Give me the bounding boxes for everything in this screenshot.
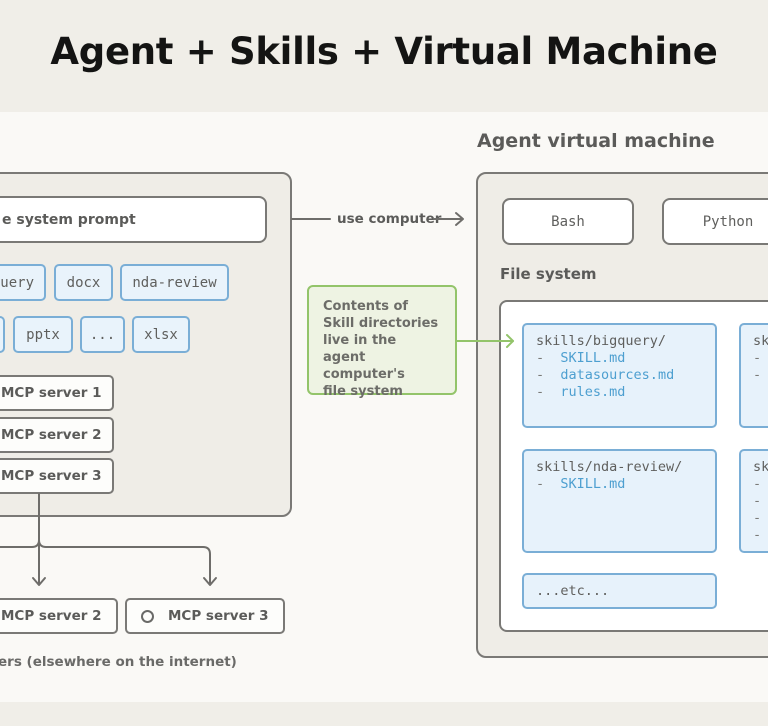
file-name: datasources.md [560,367,675,383]
dir-file-entry: - datasources.md [536,367,703,384]
list-dash: - [753,510,762,526]
dir-file-entry: - SKILL.md [536,350,703,367]
list-dash: - [753,476,762,492]
remote-mcp-label: MCP server 2 [1,608,102,624]
note-line: live in the [323,333,397,348]
list-dash: - [536,384,545,400]
mcp-server-3: MCP server 3 [0,458,114,494]
mcp-server-2: MCP server 2 [0,417,114,453]
skill-chip-label: uery [0,274,34,291]
dir-path: skills/bigquery/ [536,333,667,349]
note-line: agent computer's [323,350,405,382]
mcp-server-1: MCP server 1 [0,375,114,411]
system-prompt-box: e system prompt [0,196,267,243]
use-computer-label: use computer [337,211,442,227]
skill-chip-partial [0,316,5,353]
skill-chip-xlsx: xlsx [132,316,190,353]
skill-chip-label: ... [89,326,116,343]
dir-path: skills/nda-review/ [536,459,683,475]
server-circle-icon [141,609,154,623]
vm-title: Agent virtual machine [477,130,715,152]
dir-file-entry: - SKILL.md [536,476,703,493]
mcp-server-label: MCP server 1 [1,385,102,401]
remote-caption: ers (elsewhere on the internet) [0,654,237,670]
bash-tool: Bash [502,198,634,245]
dir-clipped-2: sk - - - - [739,449,768,553]
dir-file-entry: - rules.md [536,384,703,401]
list-dash: - [536,367,545,383]
python-label: Python [702,213,754,230]
dir-clipped-1: sk - - [739,323,768,428]
file-name: SKILL.md [560,476,626,492]
diagram-title: Agent + Skills + Virtual Machine [50,30,718,73]
bash-label: Bash [551,213,585,230]
note-line: Contents of [323,299,409,314]
list-dash: - [536,476,545,492]
etc-label: ...etc... [536,582,610,599]
dir-bigquery: skills/bigquery/ - SKILL.md - datasource… [522,323,717,428]
remote-mcp-server-3: MCP server 3 [125,598,285,634]
skill-chip-docx: docx [54,264,113,301]
note-line: file system [323,384,403,399]
mcp-server-label: MCP server 3 [1,468,102,484]
dir-path: sk [753,333,768,349]
skills-location-note: Contents of Skill directories live in th… [307,285,457,399]
remote-mcp-server-2: MCP server 2 [0,598,118,634]
dir-etc: ...etc... [522,573,717,609]
file-name: SKILL.md [560,350,626,366]
remote-mcp-label: MCP server 3 [168,608,269,624]
skill-chip-label: nda-review [132,274,217,291]
mcp-server-label: MCP server 2 [1,427,102,443]
system-prompt-label: e system prompt [2,211,136,228]
dir-path: sk [753,459,768,475]
list-dash: - [753,367,762,383]
file-name: rules.md [560,384,626,400]
python-tool: Python [662,198,768,245]
skill-chip-label: docx [66,274,101,291]
note-line: Skill directories [323,316,439,331]
list-dash: - [753,350,762,366]
skill-chip-label: xlsx [144,326,178,343]
file-system-label: File system [500,265,597,283]
skill-chip-nda-review: nda-review [120,264,229,301]
skill-chip-more: ... [80,316,125,353]
dir-nda-review: skills/nda-review/ - SKILL.md [522,449,717,553]
skill-chip-bigquery: uery [0,264,46,301]
list-dash: - [753,493,762,509]
skill-chip-label: pptx [26,326,60,343]
list-dash: - [753,527,762,543]
skill-chip-pptx: pptx [13,316,73,353]
list-dash: - [536,350,545,366]
